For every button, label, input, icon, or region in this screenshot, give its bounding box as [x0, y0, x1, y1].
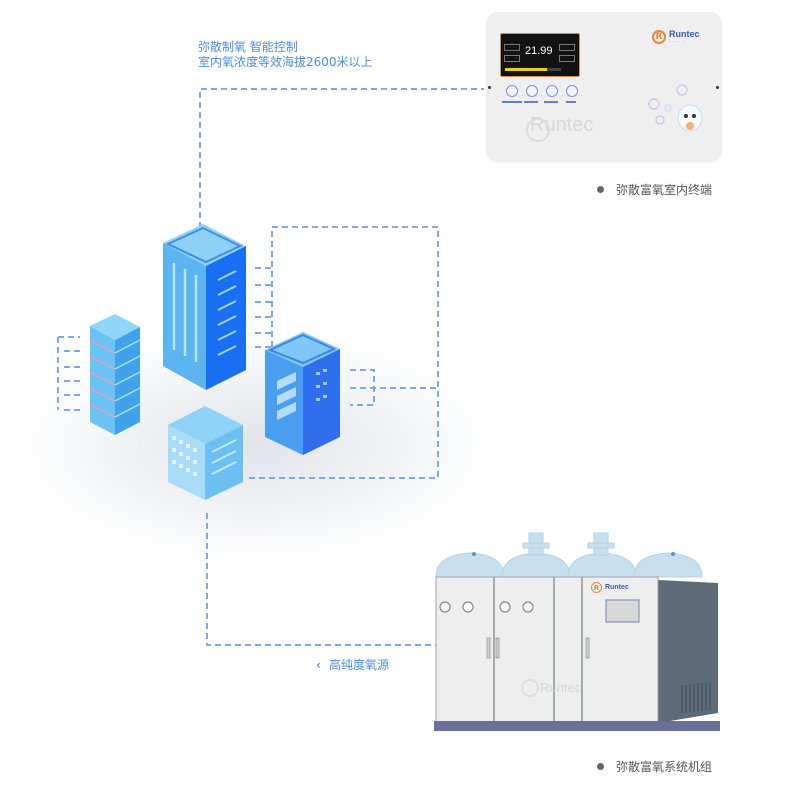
connector-lines — [57, 88, 484, 646]
mode-button[interactable] — [566, 85, 578, 97]
level-bar — [505, 68, 547, 71]
down-button-label — [544, 101, 558, 103]
unit-display — [605, 599, 640, 623]
screen-widget — [504, 55, 520, 62]
mode-button-label — [566, 101, 576, 103]
connector-left-stubs — [57, 336, 80, 411]
building-tower-tall — [163, 224, 246, 390]
down-button[interactable] — [546, 85, 558, 97]
oxygen-source-text: 高纯度氧源 — [328, 658, 389, 672]
mount-hole — [488, 86, 491, 89]
up-button-label — [524, 101, 538, 103]
unit-label-text: 弥散富氧系统机组 — [616, 760, 713, 774]
connector-to-terminal — [199, 88, 484, 228]
pressure-gauges — [439, 601, 534, 613]
chevron-left-icon: ‹ — [316, 658, 321, 672]
unit-watermark: Runtec — [540, 680, 582, 695]
watermark-logo-icon — [526, 118, 550, 142]
oxygen-reading: 21.99 — [525, 45, 553, 57]
terminal-label-text: 弥散富氧室内终端 — [616, 183, 713, 197]
caption-line-1: 弥散制氧 智能控制 — [198, 40, 298, 54]
connector-block-right — [350, 369, 438, 406]
brand-name: Runtec — [669, 29, 700, 39]
power-button[interactable] — [506, 85, 518, 97]
oxygen-source-label: ‹ 高纯度氧源 — [316, 658, 389, 673]
oxygen-system-unit — [434, 532, 720, 731]
unit-label: 弥散富氧系统机组 — [597, 758, 712, 775]
screen-widget — [504, 44, 520, 51]
mount-hole — [716, 86, 719, 89]
brand-r-icon: R — [652, 30, 666, 44]
building-block-low — [168, 406, 243, 500]
screen-widget — [559, 44, 575, 51]
unit-brand-name: Runtec — [605, 584, 629, 591]
bullet-icon — [597, 186, 604, 193]
terminal-brand-logo: R Runtec · · · · — [652, 30, 700, 44]
unit-brand-logo: R Runtec — [591, 582, 629, 593]
terminal-label: 弥散富氧室内终端 — [597, 181, 712, 198]
indoor-terminal-device: 21.99 R Runtec · · · · Runtec — [486, 12, 722, 162]
building-tower-stacked — [89, 314, 141, 435]
bullet-icon — [597, 763, 604, 770]
unit-tanks — [435, 532, 703, 578]
up-button[interactable] — [526, 85, 538, 97]
brand-subtext: · · · · — [669, 39, 685, 44]
control-caption: 弥散制氧 智能控制 室内氧浓度等效海拔2600米以上 — [198, 40, 373, 70]
building-block-right — [265, 332, 340, 455]
mascot-bubble-icon — [648, 84, 703, 132]
power-button-label — [502, 101, 522, 103]
screen-widget — [559, 55, 575, 62]
level-bar-track — [547, 68, 561, 71]
brand-r-icon: R — [591, 582, 602, 593]
connector-to-unit — [206, 513, 438, 646]
caption-line-2: 室内氧浓度等效海拔2600米以上 — [198, 55, 373, 69]
terminal-screen: 21.99 — [500, 33, 580, 77]
